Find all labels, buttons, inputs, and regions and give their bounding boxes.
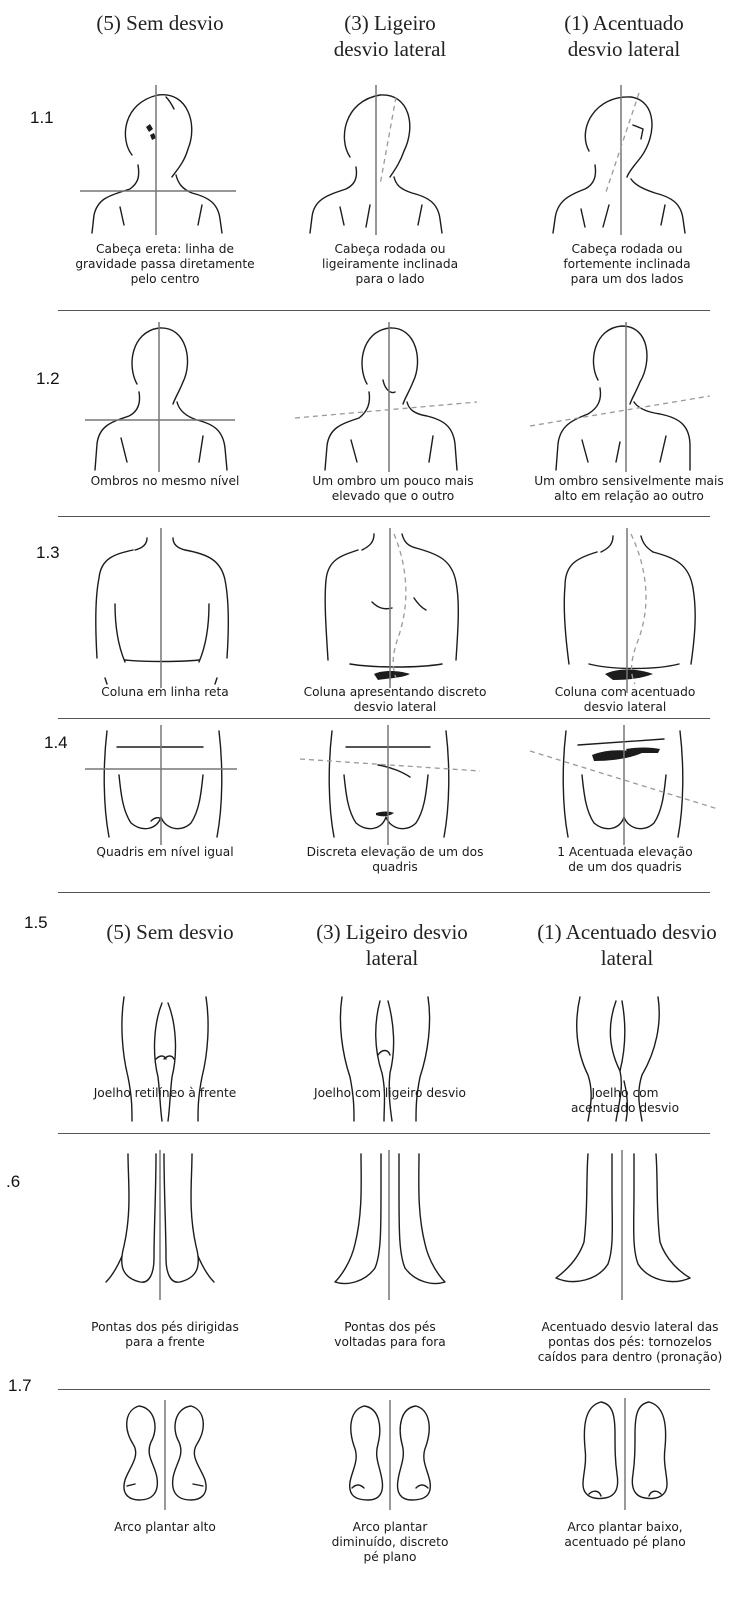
caption-1-4-a: Quadris em nível igual (60, 845, 270, 860)
section-divider (58, 892, 710, 893)
column-header-slight-deviation: (3) Ligeiro desvio lateral (290, 10, 490, 62)
section-label-1-1: 1.1 (30, 108, 54, 128)
spine-slight-deviation-figure (318, 528, 478, 688)
knees-straight-figure (110, 993, 220, 1123)
arch-high-figure (115, 1400, 215, 1510)
feet-pronation-figure (550, 1150, 700, 1300)
caption-1-3-b: Coluna apresentando discreto desvio late… (290, 685, 500, 715)
section-label-1-2: 1.2 (36, 369, 60, 389)
section-divider (58, 1133, 710, 1134)
caption-1-6-a: Pontas dos pés dirigidas para a frente (60, 1320, 270, 1350)
feet-forward-figure (100, 1150, 220, 1300)
column-header-marked-deviation: (1) Acentuado desvio lateral (524, 10, 724, 62)
caption-1-2-c: Um ombro sensivelmente mais alto em rela… (515, 474, 743, 504)
caption-1-1-a: Cabeça ereta: linha de gravidade passa d… (60, 242, 270, 287)
knees-slight-deviation-figure (330, 993, 440, 1123)
caption-1-6-b: Pontas dos pés voltadas para fora (290, 1320, 490, 1350)
caption-1-5-c: Joelho com acentuado desvio (520, 1086, 730, 1116)
hips-level-figure (85, 725, 245, 845)
shoulders-markedly-uneven-figure (530, 322, 715, 472)
head-slightly-rotated-figure (300, 85, 460, 235)
caption-1-7-b: Arco plantar diminuído, discreto pé plan… (290, 1520, 490, 1565)
shoulders-slightly-uneven-figure (295, 322, 485, 472)
caption-1-3-c: Coluna com acentuado desvio lateral (525, 685, 725, 715)
section-divider (58, 718, 710, 719)
caption-1-1-b: Cabeça rodada ou ligeiramente inclinada … (290, 242, 490, 287)
feet-outward-figure (325, 1150, 455, 1300)
caption-1-1-c: Cabeça rodada ou fortemente inclinada pa… (527, 242, 727, 287)
section-divider (58, 516, 710, 517)
section-label-1-4: 1.4 (44, 733, 68, 753)
column-header-marked-deviation-lower: (1) Acentuado desvio lateral (507, 919, 747, 971)
arch-low-figure (575, 1398, 675, 1510)
caption-1-4-b: Discreta elevação de um dos quadris (290, 845, 500, 875)
spine-straight-figure (85, 528, 245, 688)
caption-1-6-c: Acentuado desvio lateral das pontas dos … (515, 1320, 745, 1365)
section-divider (58, 310, 710, 311)
caption-1-7-c: Arco plantar baixo, acentuado pé plano (525, 1520, 725, 1550)
caption-1-2-b: Um ombro um pouco mais elevado que o out… (288, 474, 498, 504)
head-strongly-rotated-figure (545, 85, 705, 235)
column-header-slight-deviation-lower: (3) Ligeiro desvio lateral (292, 919, 492, 971)
head-upright-figure (80, 85, 240, 235)
caption-1-4-c: 1 Acentuada elevação de um dos quadris (525, 845, 725, 875)
hips-marked-elevation-figure (530, 725, 720, 845)
section-label-1-5: 1.5 (24, 913, 48, 933)
arch-reduced-figure (340, 1400, 440, 1510)
caption-1-5-b: Joelho com ligeiro desvio (290, 1086, 490, 1101)
spine-marked-deviation-figure (555, 528, 715, 693)
caption-1-3-a: Coluna em linha reta (60, 685, 270, 700)
column-header-no-deviation: (5) Sem desvio (60, 10, 260, 36)
section-label-1-3: 1.3 (36, 543, 60, 563)
caption-1-7-a: Arco plantar alto (60, 1520, 270, 1535)
hips-slight-elevation-figure (300, 725, 480, 845)
section-label-1-6: .6 (6, 1172, 20, 1192)
caption-1-2-a: Ombros no mesmo nível (55, 474, 275, 489)
column-header-no-deviation-lower: (5) Sem desvio (70, 919, 270, 945)
caption-1-5-a: Joelho retilíneo à frente (60, 1086, 270, 1101)
shoulders-level-figure (85, 322, 245, 472)
section-divider (58, 1389, 710, 1390)
section-label-1-7: 1.7 (8, 1376, 32, 1396)
